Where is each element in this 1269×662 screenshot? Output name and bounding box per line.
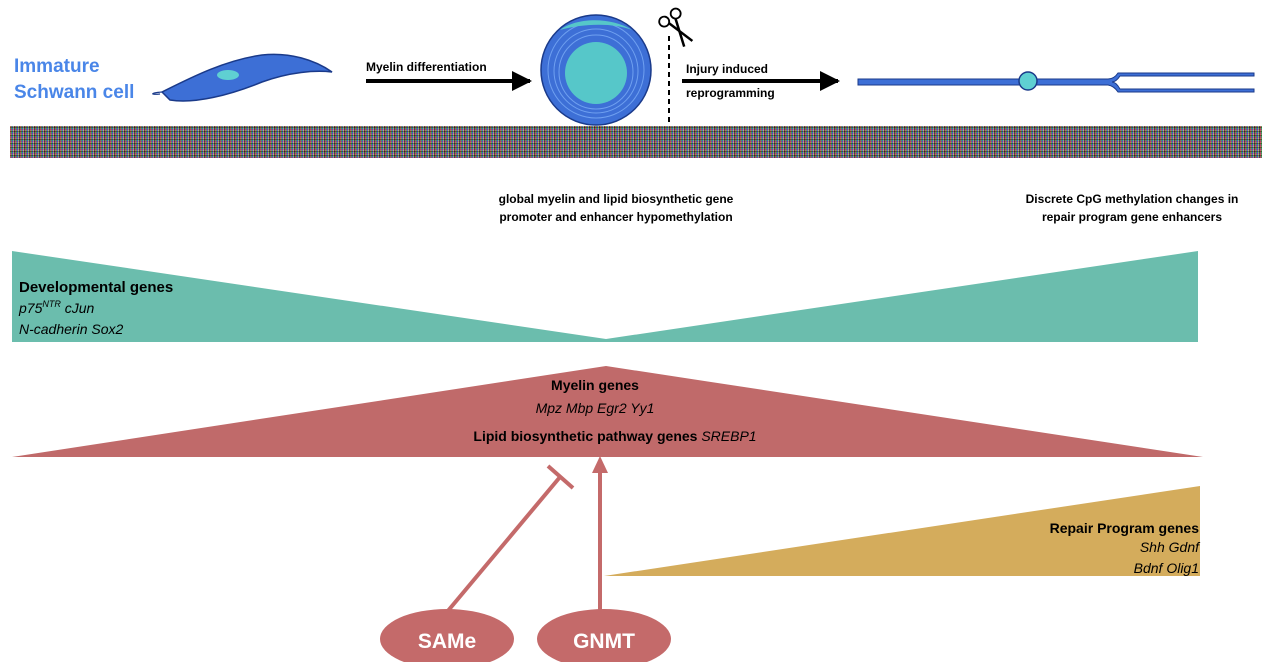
same-inhibition-line <box>445 475 562 614</box>
immature-label-line2: Schwann cell <box>14 82 134 103</box>
myelinating-note-line2: promoter and enhancer hypomethylation <box>499 210 732 224</box>
developmental-title: Developmental genes <box>19 279 173 296</box>
developmental-genes-line1: p75NTR cJun <box>18 299 95 316</box>
developmental-genes-line2: N-cadherin Sox2 <box>19 321 123 337</box>
myelin-title: Myelin genes <box>551 377 639 393</box>
arrow1-label: Myelin differentiation <box>366 60 487 74</box>
same-label: SAMe <box>418 630 476 653</box>
arrow2-label-line1: Injury induced <box>686 62 768 76</box>
gnmt-label: GNMT <box>573 630 635 653</box>
gnmt-ellipse <box>537 609 671 662</box>
scissors-icon <box>658 7 694 48</box>
repair-genes-line1: Shh Gdnf <box>1140 539 1201 555</box>
gnmt-arrowhead <box>592 456 608 473</box>
immature-label-line1: Immature <box>14 56 100 77</box>
myelinating-schwann-cell <box>540 14 652 126</box>
inhibition-bar <box>546 464 575 490</box>
same-ellipse <box>380 609 514 662</box>
myelin-genes-triangle <box>12 366 1203 457</box>
repair-title: Repair Program genes <box>1050 520 1200 536</box>
repair-genes-wedge <box>604 486 1200 576</box>
repair-note-line2: repair program gene enhancers <box>1042 210 1222 224</box>
myelin-genes: Mpz Mbp Egr2 Yy1 <box>536 400 655 416</box>
noise-band <box>10 126 1262 158</box>
developmental-genes-wedge <box>12 251 1198 342</box>
myelinating-note-line1: global myelin and lipid biosynthetic gen… <box>499 192 734 206</box>
immature-nucleus <box>217 70 239 80</box>
repair-cell-nucleus <box>1018 71 1038 91</box>
myelin-axon-core <box>565 42 627 104</box>
repair-note-line1: Discrete CpG methylation changes in <box>1026 192 1239 206</box>
repair-schwann-cell <box>857 71 1255 93</box>
immature-schwann-cell <box>152 53 333 102</box>
lipid-line: Lipid biosynthetic pathway genes SREBP1 <box>473 428 756 444</box>
arrow2-label-line2: reprogramming <box>686 86 775 100</box>
repair-genes-line2: Bdnf Olig1 <box>1134 560 1199 576</box>
